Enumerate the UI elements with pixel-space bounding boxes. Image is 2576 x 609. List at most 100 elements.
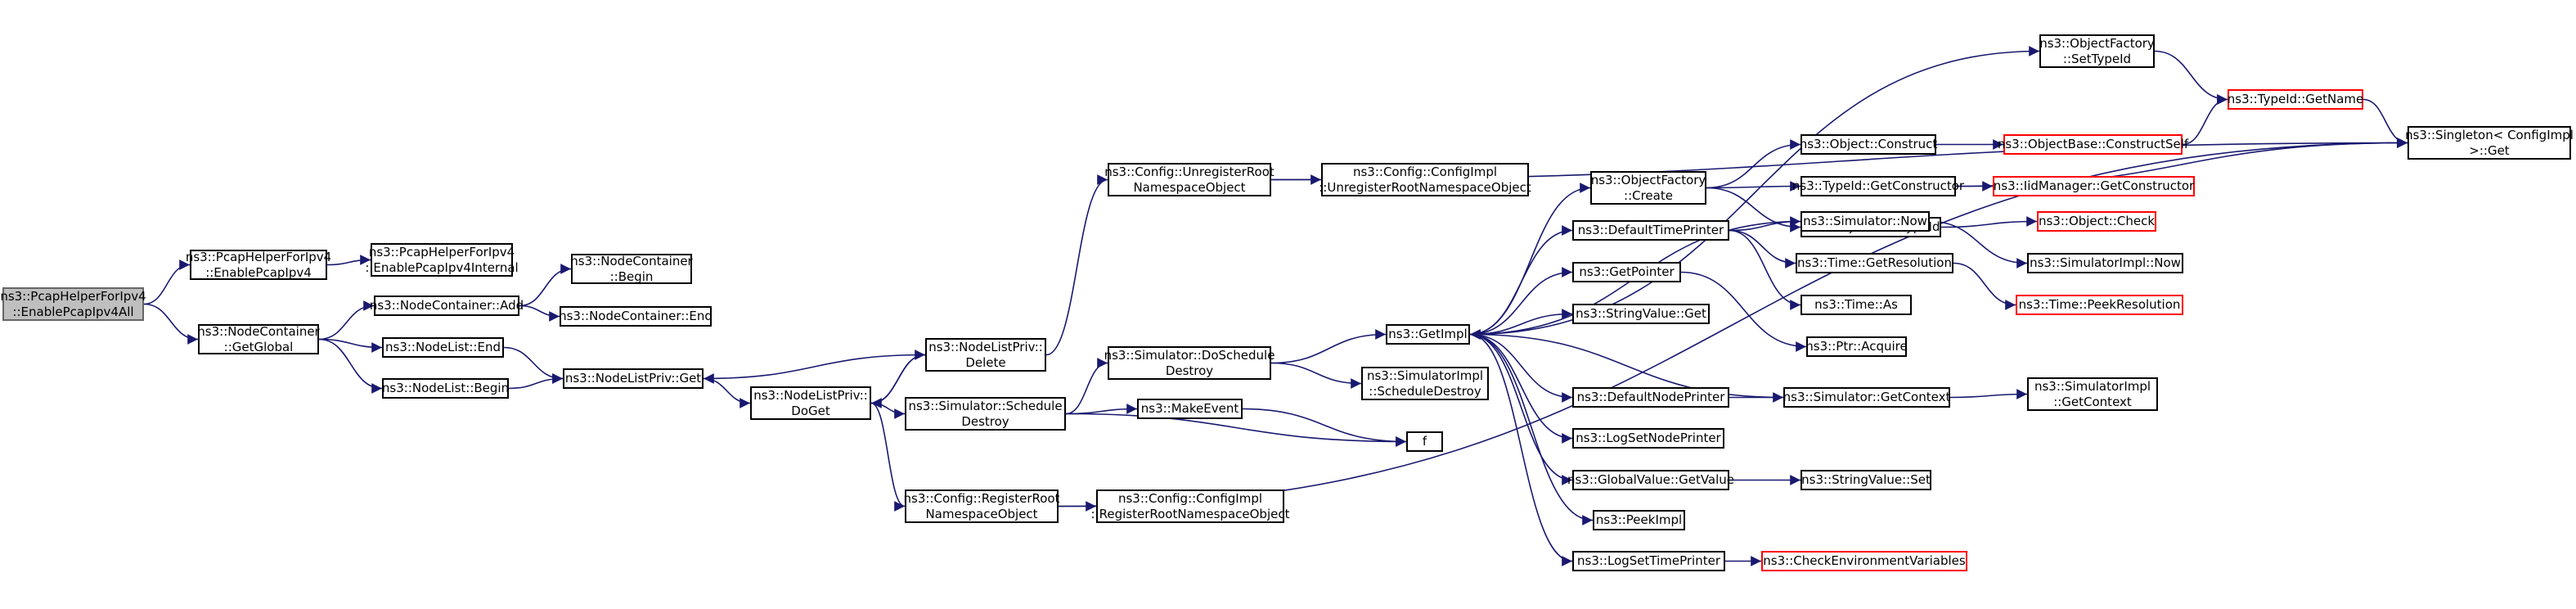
node-label: ns3::CheckEnvironmentVariables — [1763, 553, 1966, 568]
node-label: ns3::LogSetNodePrinter — [1576, 431, 1721, 445]
node-label: ns3::ObjectFactory ::Create — [1590, 172, 1706, 203]
node-label: ns3::Singleton< ConfigImpl >::Get — [2405, 127, 2574, 158]
node-nlp-get[interactable]: ns3::NodeListPriv::Get — [563, 368, 704, 389]
node-label: f — [1422, 434, 1427, 449]
node-dtp[interactable]: ns3::DefaultTimePrinter — [1572, 220, 1729, 241]
node-label: ns3::NodeContainer ::GetGlobal — [197, 323, 320, 354]
node-sim-getctx[interactable]: ns3::Simulator::GetContext — [1783, 387, 1950, 408]
node-getpointer[interactable]: ns3::GetPointer — [1572, 262, 1681, 282]
node-of-create[interactable]: ns3::ObjectFactory ::Create — [1590, 171, 1706, 205]
node-objbase-cs[interactable]: ns3::ObjectBase::ConstructSelf — [1998, 134, 2188, 155]
edge-nc-global-to-nl-begin — [318, 338, 383, 394]
node-nlp-doget[interactable]: ns3::NodeListPriv:: DoGet — [750, 386, 871, 420]
edge-typeid-getname-to-singleton — [2362, 98, 2408, 148]
node-label: ns3::StringValue::Get — [1576, 306, 1706, 321]
node-label: ns3::DefaultTimePrinter — [1577, 223, 1724, 237]
node-makeevent[interactable]: ns3::MakeEvent — [1137, 399, 1243, 419]
node-label: ns3::SimulatorImpl ::ScheduleDestroy — [1366, 368, 1484, 399]
node-nl-begin[interactable]: ns3::NodeList::Begin — [382, 378, 509, 399]
node-sv-get[interactable]: ns3::StringValue::Get — [1572, 304, 1710, 324]
node-label: ns3::NodeListPriv::Get — [564, 371, 702, 386]
edge-getimpl-to-peekimpl — [1469, 333, 1594, 526]
edge-nlp-delete-to-nlp-get — [703, 354, 926, 384]
node-sim-sched[interactable]: ns3::Simulator::Schedule Destroy — [905, 397, 1066, 431]
node-label: ns3::PeekImpl — [1595, 512, 1683, 527]
node-label: ns3::PcapHelperForIpv4 ::EnablePcapIpv4I… — [365, 244, 519, 275]
node-obj-construct[interactable]: ns3::Object::Construct — [1800, 134, 1937, 155]
node-sim-dosched[interactable]: ns3::Simulator::DoSchedule Destroy — [1104, 346, 1275, 380]
node-time-peekres[interactable]: ns3::Time::PeekResolution — [2016, 295, 2183, 315]
node-label: ns3::Simulator::DoSchedule Destroy — [1104, 347, 1275, 378]
node-typeid-getname[interactable]: ns3::TypeId::GetName — [2228, 89, 2363, 110]
node-label: ns3::MakeEvent — [1140, 401, 1239, 416]
edge-nlp-delete-to-nlp-doget — [870, 354, 926, 408]
node-label: ns3::Simulator::Schedule Destroy — [908, 398, 1063, 429]
node-typeid-getcons[interactable]: ns3::TypeId::GetConstructor — [1792, 176, 1964, 196]
node-ph-enable[interactable]: ns3::PcapHelperForIpv4 ::EnablePcapIpv4 — [186, 250, 331, 280]
node-cfgimpl-unreg[interactable]: ns3::Config::ConfigImpl ::UnregisterRoot… — [1319, 163, 1531, 196]
node-cfg-unreg[interactable]: ns3::Config::UnregisterRoot NamespaceObj… — [1104, 163, 1275, 196]
node-label: ns3::Object::Check — [2038, 214, 2156, 228]
node-label: ns3::SimulatorImpl ::GetContext — [2034, 378, 2151, 409]
node-label: ns3::ObjectFactory ::SetTypeId — [2039, 35, 2155, 66]
node-label: ns3::PcapHelperForIpv4 ::EnablePcapIpv4A… — [0, 288, 146, 319]
node-nl-end[interactable]: ns3::NodeList::End — [382, 337, 504, 358]
edge-root-to-ph-enable — [143, 259, 191, 305]
node-simimpl-now[interactable]: ns3::SimulatorImpl::Now — [2027, 253, 2183, 273]
node-getimpl[interactable]: ns3::GetImpl — [1386, 324, 1470, 345]
node-label: ns3::NodeContainer ::Begin — [570, 253, 693, 284]
node-of-settypeid[interactable]: ns3::ObjectFactory ::SetTypeId — [2039, 34, 2155, 68]
node-label: ns3::Time::As — [1814, 297, 1898, 312]
node-iid-getcons[interactable]: ns3::IidManager::GetConstructor — [1993, 176, 2195, 196]
edge-objbase-cs-to-typeid-getname — [2182, 94, 2228, 146]
edge-ph-enable-to-ph-internal — [326, 255, 371, 266]
node-dnp[interactable]: ns3::DefaultNodePrinter — [1572, 387, 1729, 408]
node-cfg-reg[interactable]: ns3::Config::RegisterRoot NamespaceObjec… — [904, 489, 1059, 523]
node-simimpl-sched[interactable]: ns3::SimulatorImpl ::ScheduleDestroy — [1361, 367, 1489, 400]
node-nc-global[interactable]: ns3::NodeContainer ::GetGlobal — [197, 323, 320, 354]
node-sim-now[interactable]: ns3::Simulator::Now — [1801, 211, 1930, 232]
edge-makeevent-to-f — [1242, 408, 1407, 447]
edge-of-create-to-obj-settypeid — [1706, 187, 1801, 232]
node-logsettp[interactable]: ns3::LogSetTimePrinter — [1572, 551, 1725, 571]
node-nc-add[interactable]: ns3::NodeContainer::Add — [370, 295, 524, 316]
node-label: ns3::NodeContainer::End — [559, 309, 713, 323]
node-obj-check[interactable]: ns3::Object::Check — [2037, 211, 2156, 232]
node-f[interactable]: f — [1406, 431, 1443, 452]
node-ph-internal[interactable]: ns3::PcapHelperForIpv4 ::EnablePcapIpv4I… — [365, 243, 519, 277]
node-gv-getvalue[interactable]: ns3::GlobalValue::GetValue — [1567, 470, 1734, 490]
node-label: ns3::Config::ConfigImpl ::RegisterRootNa… — [1090, 490, 1290, 521]
edge-sim-sched-to-makeevent — [1065, 404, 1138, 415]
node-ptr-acquire[interactable]: ns3::Ptr::Acquire — [1805, 336, 1908, 357]
edge-nc-global-to-nc-add — [318, 300, 375, 341]
node-label: ns3::NodeList::Begin — [381, 381, 510, 395]
node-logsetnp[interactable]: ns3::LogSetNodePrinter — [1572, 428, 1724, 449]
edge-dtp-to-time-as — [1729, 229, 1801, 310]
node-nc-end[interactable]: ns3::NodeContainer::End — [559, 306, 713, 327]
node-label: ns3::TypeId::GetName — [2227, 92, 2364, 106]
node-checkenv[interactable]: ns3::CheckEnvironmentVariables — [1761, 551, 1967, 571]
edge-of-create-to-obj-construct — [1706, 139, 1801, 189]
node-label: ns3::PcapHelperForIpv4 ::EnablePcapIpv4 — [185, 249, 332, 280]
node-label: ns3::NodeListPriv:: DoGet — [753, 387, 868, 418]
node-label: ns3::ObjectBase::ConstructSelf — [1997, 137, 2189, 151]
node-label: ns3::NodeListPriv:: Delete — [928, 339, 1043, 370]
node-nlp-delete[interactable]: ns3::NodeListPriv:: Delete — [925, 338, 1046, 372]
edge-nlp-get-to-nlp-doget — [703, 377, 751, 408]
node-label: ns3::Time::PeekResolution — [2018, 297, 2181, 312]
edge-nc-add-to-nc-begin — [519, 264, 572, 307]
node-cfgimpl-reg[interactable]: ns3::Config::ConfigImpl ::RegisterRootNa… — [1091, 489, 1289, 523]
node-label: ns3::IidManager::GetConstructor — [1993, 178, 2195, 193]
node-nc-begin[interactable]: ns3::NodeContainer ::Begin — [570, 253, 693, 284]
node-time-as[interactable]: ns3::Time::As — [1801, 295, 1912, 315]
node-sv-set[interactable]: ns3::StringValue::Set — [1801, 470, 1931, 490]
edge-getimpl-to-logsettp — [1469, 333, 1573, 566]
node-label: ns3::Simulator::GetContext — [1783, 390, 1951, 404]
node-singleton[interactable]: ns3::Singleton< ConfigImpl >::Get — [2405, 126, 2574, 160]
node-peekimpl[interactable]: ns3::PeekImpl — [1593, 510, 1685, 530]
edge-of-create-to-typeid-getcons — [1706, 181, 1801, 192]
edge-root-to-nc-global — [143, 303, 199, 345]
node-time-getres[interactable]: ns3::Time::GetResolution — [1796, 253, 1953, 273]
edge-sim-getctx-to-simimpl-getctx — [1949, 389, 2028, 399]
node-simimpl-getctx[interactable]: ns3::SimulatorImpl ::GetContext — [2027, 377, 2158, 411]
